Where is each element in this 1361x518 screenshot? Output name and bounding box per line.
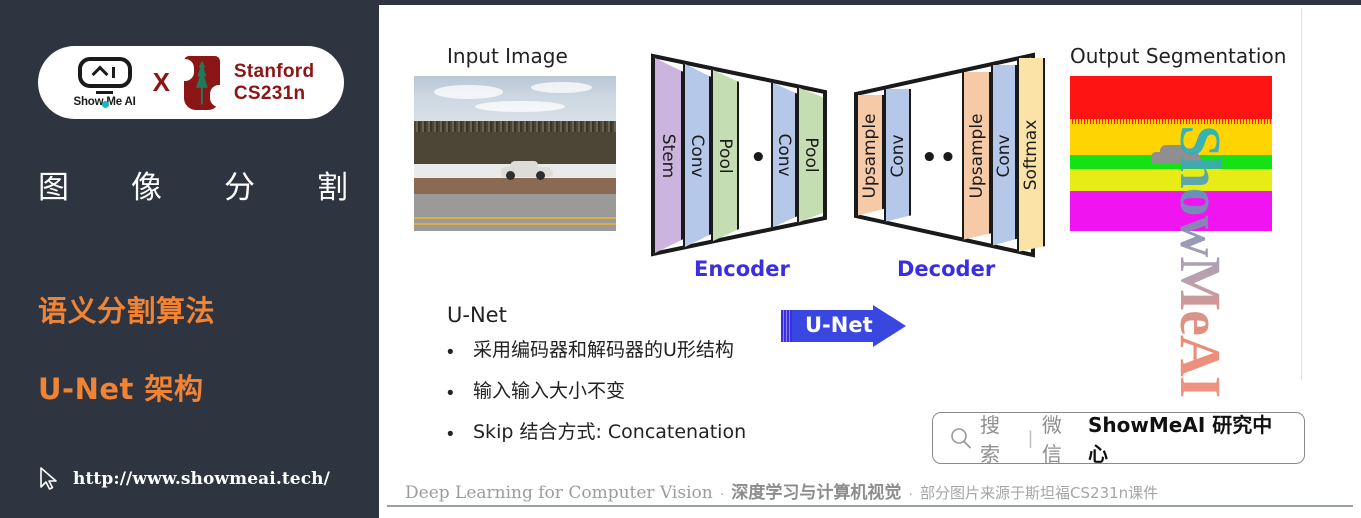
search-channel: 微信 <box>1041 413 1062 466</box>
footer-english: Deep Learning for Computer Vision <box>405 483 713 503</box>
robot-face-icon <box>77 57 132 88</box>
encoder-block-pool-2-label: Pool <box>801 137 821 173</box>
logo-pill: Show Me AI X Stanford CS231n <box>38 46 344 119</box>
showmeai-logo: Show Me AI <box>68 57 142 108</box>
encoder-block-stem-label: Stem <box>658 133 678 178</box>
footer-chinese: 深度学习与计算机视觉 <box>731 483 902 503</box>
encoder-block-pool-1-label: Pool <box>715 137 735 174</box>
list-item: • 输入输入大小不变 <box>447 381 927 403</box>
input-car <box>500 161 553 181</box>
stanford-line-2: CS231n <box>233 82 306 104</box>
robot-neck-icon <box>96 90 114 94</box>
decoder-block-upsample-2: Upsample <box>962 72 991 240</box>
encoder-block-conv-1-label: Conv <box>687 133 707 178</box>
x-symbol: X <box>152 67 170 97</box>
footer-credits: Deep Learning for Computer Vision · 深度学习… <box>405 478 1158 503</box>
decoder-block-conv-2-label: Conv <box>994 133 1014 178</box>
content-bullet-list: • 采用编码器和解码器的U形结构 • 输入输入大小不变 • Skip 结合方式:… <box>447 340 927 463</box>
output-segmentation-caption: Output Segmentation <box>1070 44 1287 68</box>
arrow-banner-label: U-Net <box>805 313 873 337</box>
decoder-block-upsample-2-label: Upsample <box>966 113 987 199</box>
content-title: U-Net <box>447 303 507 327</box>
decoder-block-softmax-label: Softmax <box>1021 119 1041 191</box>
footer-rule <box>387 505 1353 507</box>
encoder-block-conv-1: Conv <box>683 63 711 248</box>
encoder-label: Encoder <box>694 257 790 281</box>
sidebar: Show Me AI X Stanford CS231n 图 像 分 割 语义分… <box>0 0 379 518</box>
stanford-line-1: Stanford <box>233 61 315 83</box>
footer-separator-1: · <box>719 485 725 501</box>
sidebar-heading-primary: 语义分割算法 <box>38 294 216 328</box>
decoder-block-conv-1-label: Conv <box>887 133 908 178</box>
list-item: • 采用编码器和解码器的U形结构 <box>447 340 927 362</box>
search-account-name: ShowMeAI 研究中心 <box>1088 413 1273 466</box>
stanford-tree-icon <box>180 55 223 110</box>
search-placeholder: 搜索 <box>980 413 1000 466</box>
arrow-stripes <box>781 310 792 342</box>
decoder-label: Decoder <box>897 257 996 281</box>
encoder-block-stem: Stem <box>653 57 683 254</box>
sidebar-url-link[interactable]: http://www.showmeai.tech/ <box>36 466 330 492</box>
encoder-block-pool-2: Pool <box>797 87 825 223</box>
sidebar-url-text: http://www.showmeai.tech/ <box>73 469 330 489</box>
segmented-car <box>1150 144 1201 165</box>
decoder-block-conv-2: Conv <box>991 65 1017 246</box>
top-strip <box>379 0 1361 5</box>
encoder-block-conv-2-label: Conv <box>774 133 794 177</box>
kicker-char-0: 图 <box>38 170 69 206</box>
sidebar-kicker: 图 像 分 割 <box>38 162 348 207</box>
search-divider: | <box>1028 427 1033 448</box>
footer-separator-2: · <box>908 485 914 501</box>
encoder-block-conv-2: Conv <box>771 82 797 228</box>
cursor-icon <box>40 467 57 490</box>
decoder-block-conv-1: Conv <box>884 89 911 222</box>
unet-arrow-banner: U-Net <box>781 305 931 347</box>
unet-architecture-diagram: Stem Conv Pool ••• Conv Pool Upsample <box>649 50 1059 290</box>
encoder-block-pool-1: Pool <box>711 69 739 242</box>
kicker-char-3: 割 <box>317 170 348 206</box>
wechat-search-pill[interactable]: 搜索 | 微信 ShowMeAI 研究中心 <box>932 412 1305 466</box>
showmeai-logo-dot <box>102 100 109 108</box>
decoder-block-upsample-1-label: Upsample <box>860 112 880 199</box>
vertical-divider <box>1301 8 1302 380</box>
decoder-block-upsample-1: Upsample <box>856 95 884 216</box>
bullet-marker: • <box>447 342 454 363</box>
bullet-marker: • <box>447 424 454 445</box>
kicker-char-1: 像 <box>131 170 162 206</box>
kicker-char-2: 分 <box>224 170 255 206</box>
output-segmentation-image <box>1070 76 1272 231</box>
footer-source: 部分图片来源于斯坦福CS231n课件 <box>920 484 1159 502</box>
arrow-head-icon <box>873 305 906 347</box>
bullet-marker: • <box>447 383 454 404</box>
showmeai-logo-text: Show Me AI <box>73 96 136 108</box>
bullet-text: 采用编码器和解码器的U形结构 <box>473 339 734 361</box>
search-icon <box>951 428 971 449</box>
bullet-text: Skip 结合方式: Concatenation <box>473 421 747 443</box>
showmeai-watermark: ShowMeAI <box>1168 125 1233 398</box>
input-image <box>414 76 616 231</box>
list-item: • Skip 结合方式: Concatenation <box>447 422 927 444</box>
bullet-text: 输入输入大小不变 <box>473 380 626 402</box>
arrow-body <box>792 310 877 342</box>
stanford-course-label: Stanford CS231n <box>234 61 315 104</box>
main-panel: Input Image Output Segmentation <box>379 0 1361 518</box>
decoder-block-softmax: Softmax <box>1017 58 1045 252</box>
sidebar-heading-secondary: U-Net 架构 <box>38 372 204 406</box>
input-image-caption: Input Image <box>447 44 568 68</box>
